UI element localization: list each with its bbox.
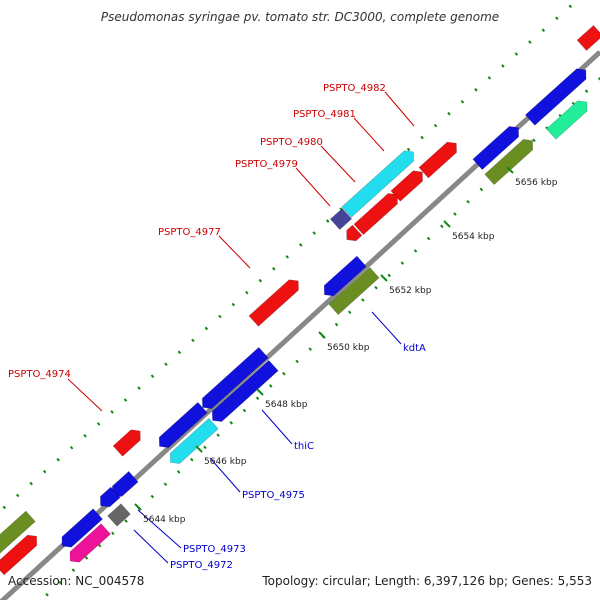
- tick-mark: [380, 274, 388, 282]
- gene-feature: [329, 208, 353, 230]
- gene-label: PSPTO_4977: [158, 227, 221, 238]
- gene-label: thiC: [294, 441, 314, 452]
- genome-summary-text: Topology: circular; Length: 6,397,126 bp…: [262, 574, 592, 588]
- gene-label: PSPTO_4981: [293, 109, 356, 120]
- gene-feature: [61, 508, 103, 548]
- gene-feature: [418, 141, 457, 179]
- gene-label: PSPTO_4975: [242, 490, 305, 501]
- gene-feature: [546, 100, 588, 140]
- gene-label: PSPTO_4973: [183, 544, 246, 555]
- gene-label: PSPTO_4979: [235, 159, 298, 170]
- gene-feature: [112, 429, 141, 457]
- label-leader-line: [295, 167, 331, 207]
- tick-label: 5654 kbp: [452, 232, 495, 242]
- gene-label: PSPTO_4972: [170, 560, 233, 571]
- gene-feature: [0, 534, 38, 576]
- gene-feature: [248, 279, 299, 327]
- tick-label: 5644 kbp: [143, 515, 186, 525]
- label-leader-line: [67, 378, 103, 412]
- tick-label: 5650 kbp: [327, 343, 370, 353]
- tick-mark: [443, 220, 451, 228]
- tick-mark: [256, 388, 264, 396]
- tick-label: 5648 kbp: [265, 400, 308, 410]
- gene-feature: [390, 170, 423, 202]
- label-leader-line: [218, 235, 251, 269]
- gene-feature: [472, 126, 519, 171]
- gene-label: PSPTO_4974: [8, 369, 71, 380]
- gene-feature: [346, 224, 363, 242]
- gene-feature: [107, 503, 131, 527]
- gene-label: kdtA: [403, 343, 426, 354]
- label-leader-line: [133, 529, 169, 564]
- tick-mark: [318, 331, 326, 339]
- gene-feature: [169, 417, 219, 464]
- gene-feature: [100, 486, 121, 508]
- gene-feature: [158, 401, 208, 448]
- label-leader-line: [353, 117, 385, 152]
- gene-feature: [328, 266, 380, 316]
- gene-feature: [0, 510, 36, 556]
- tick-mark: [506, 166, 514, 174]
- label-leader-line: [137, 509, 182, 549]
- gene-feature: [323, 255, 367, 297]
- gene-feature: [69, 523, 111, 563]
- gene-feature: [484, 139, 534, 186]
- label-leader-line: [371, 311, 402, 345]
- gene-feature: [353, 193, 398, 236]
- label-leader-line: [209, 457, 241, 493]
- label-leader-line: [384, 91, 415, 127]
- label-leader-line: [320, 145, 356, 183]
- map-title: Pseudomonas syringae pv. tomato str. DC3…: [100, 10, 500, 24]
- gene-feature: [212, 359, 279, 422]
- accession-text: Accession: NC_004578: [8, 574, 145, 588]
- tick-label: 5652 kbp: [389, 286, 432, 296]
- tick-label: 5646 kbp: [204, 457, 247, 467]
- gene-feature: [576, 25, 600, 51]
- gene-label: PSPTO_4980: [260, 137, 323, 148]
- tick-mark: [134, 503, 142, 511]
- gene-feature: [341, 150, 414, 218]
- tick-label: 5656 kbp: [515, 178, 558, 188]
- tick-mark: [195, 445, 203, 453]
- gene-feature: [525, 68, 587, 126]
- gene-feature: [202, 346, 269, 409]
- label-leader-line: [261, 409, 293, 445]
- gene-label: PSPTO_4982: [323, 83, 386, 94]
